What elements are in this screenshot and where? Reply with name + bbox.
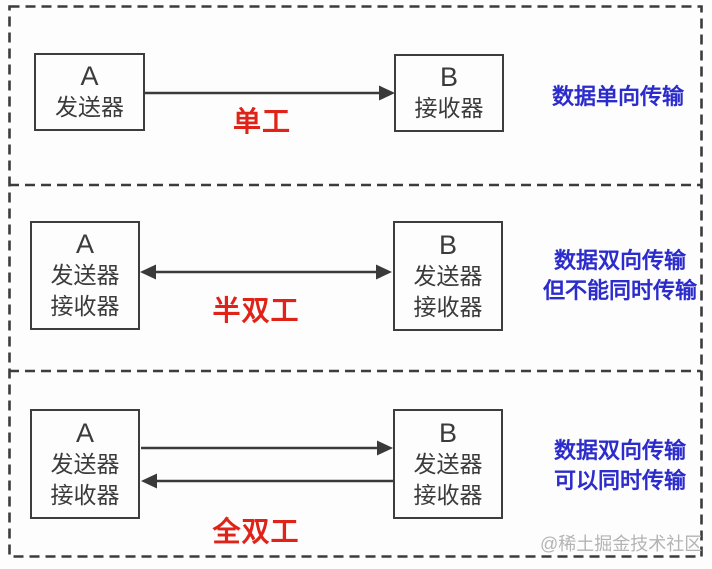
half-duplex-box-b-role-receiver: 接收器: [413, 293, 483, 320]
half-duplex-box-a-title: A: [75, 229, 94, 259]
simplex-box-a: A 发送器: [34, 53, 145, 131]
full-duplex-box-a-role-sender: 发送器: [50, 450, 120, 477]
arrow-fullduplex-b-to-a: [141, 473, 393, 489]
full-duplex-mode-label: 全双工: [212, 516, 300, 547]
arrow-fullduplex-a-to-b: [141, 440, 393, 456]
half-duplex-box-a: A 发送器 接收器: [30, 221, 140, 330]
simplex-box-a-role: 发送器: [55, 94, 124, 120]
full-duplex-description-line-2: 可以同时传输: [553, 468, 686, 493]
half-duplex-box-a-role-sender: 发送器: [50, 262, 120, 288]
half-duplex-box-b: B 发送器 接收器: [393, 221, 503, 331]
full-duplex-box-a-title: A: [75, 417, 94, 448]
half-duplex-description-line-1: 数据双向传输: [553, 248, 686, 273]
full-duplex-box-b-role-sender: 发送器: [413, 450, 483, 477]
full-duplex-box-a: A 发送器 接收器: [30, 409, 140, 519]
full-duplex-box-b-role-receiver: 接收器: [413, 481, 483, 508]
simplex-mode-label: 单工: [232, 106, 291, 137]
full-duplex-box-b-title: B: [438, 417, 457, 448]
half-duplex-box-b-role-sender: 发送器: [413, 262, 483, 289]
simplex-description: 数据单向传输: [533, 82, 703, 112]
full-duplex-box-a-role-receiver: 接收器: [50, 481, 120, 508]
arrow-halfduplex-bidirectional: [140, 264, 392, 280]
simplex-box-b-title: B: [439, 62, 458, 92]
half-duplex-description: 数据双向传输 但不能同时传输: [527, 246, 712, 306]
half-duplex-description-line-2: 但不能同时传输: [542, 278, 697, 303]
full-duplex-description: 数据双向传输 可以同时传输: [530, 436, 710, 496]
full-duplex-description-line-1: 数据双向传输: [553, 438, 686, 463]
full-duplex-box-b: B 发送器 接收器: [393, 409, 503, 519]
half-duplex-box-a-role-receiver: 接收器: [50, 293, 120, 319]
arrow-simplex-a-to-b: [145, 85, 395, 101]
half-duplex-box-b-title: B: [438, 229, 457, 260]
simplex-box-b: B 接收器: [394, 54, 504, 132]
simplex-description-line: 数据单向传输: [551, 84, 684, 109]
half-duplex-mode-label: 半双工: [212, 295, 300, 326]
simplex-box-b-role: 接收器: [414, 95, 484, 121]
simplex-box-a-title: A: [80, 61, 99, 91]
watermark: @稀土掘金技术社区: [540, 534, 703, 554]
